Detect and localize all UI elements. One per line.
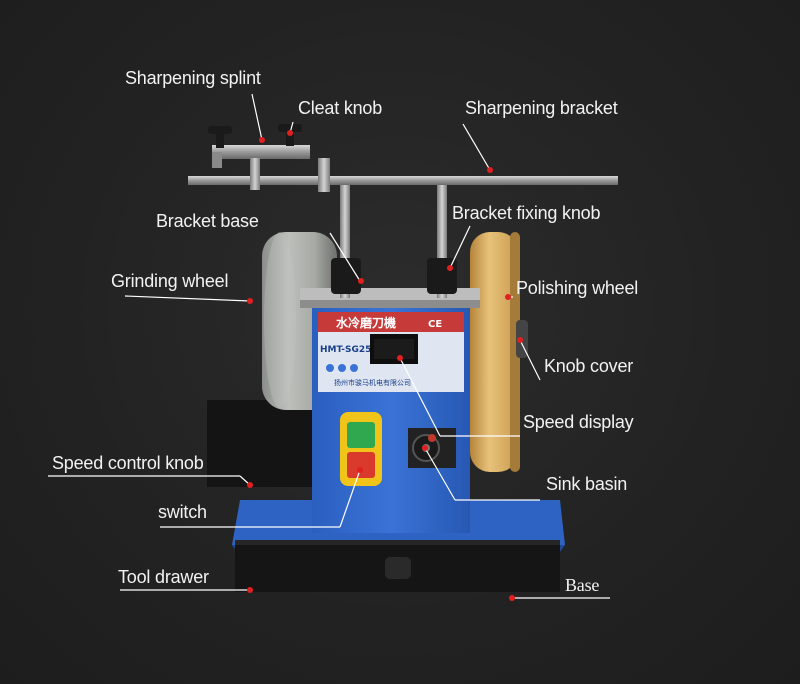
label-tool-drawer: Tool drawer (118, 567, 209, 587)
label-bracket-fixing-knob: Bracket fixing knob (452, 203, 601, 223)
label-speed-display: Speed display (523, 412, 634, 432)
label-sharpening-bracket: Sharpening bracket (465, 98, 618, 118)
label-base: Base (565, 575, 600, 595)
bracket-base-right (427, 258, 457, 294)
label-bracket-base: Bracket base (156, 211, 259, 231)
bracket-post-right (437, 182, 447, 298)
knob-cover-shape (516, 320, 528, 358)
label-switch: switch (158, 502, 207, 522)
label-grinding-wheel: Grinding wheel (111, 271, 229, 291)
ce-mark-text: CE (428, 319, 442, 330)
label-polishing-wheel: Polishing wheel (516, 278, 639, 298)
label-sink-basin: Sink basin (546, 474, 628, 494)
sharpening-bar (188, 176, 618, 185)
polishing-wheel-shape (470, 232, 518, 472)
sharpening-splint-shape (212, 145, 310, 159)
label-cleat-knob: Cleat knob (298, 98, 383, 118)
drawer-handle (385, 557, 411, 579)
label-knob-cover: Knob cover (544, 356, 634, 376)
brand-text: 水冷磨刀機 (336, 315, 396, 330)
model-text: HMT-SG250 (320, 345, 378, 355)
label-speed-control-knob: Speed control knob (52, 453, 204, 473)
bracket-base-left (331, 258, 361, 294)
maker-text: 扬州市骏马机电有限公司 (334, 378, 411, 387)
label-sharpening-splint: Sharpening splint (125, 68, 261, 88)
